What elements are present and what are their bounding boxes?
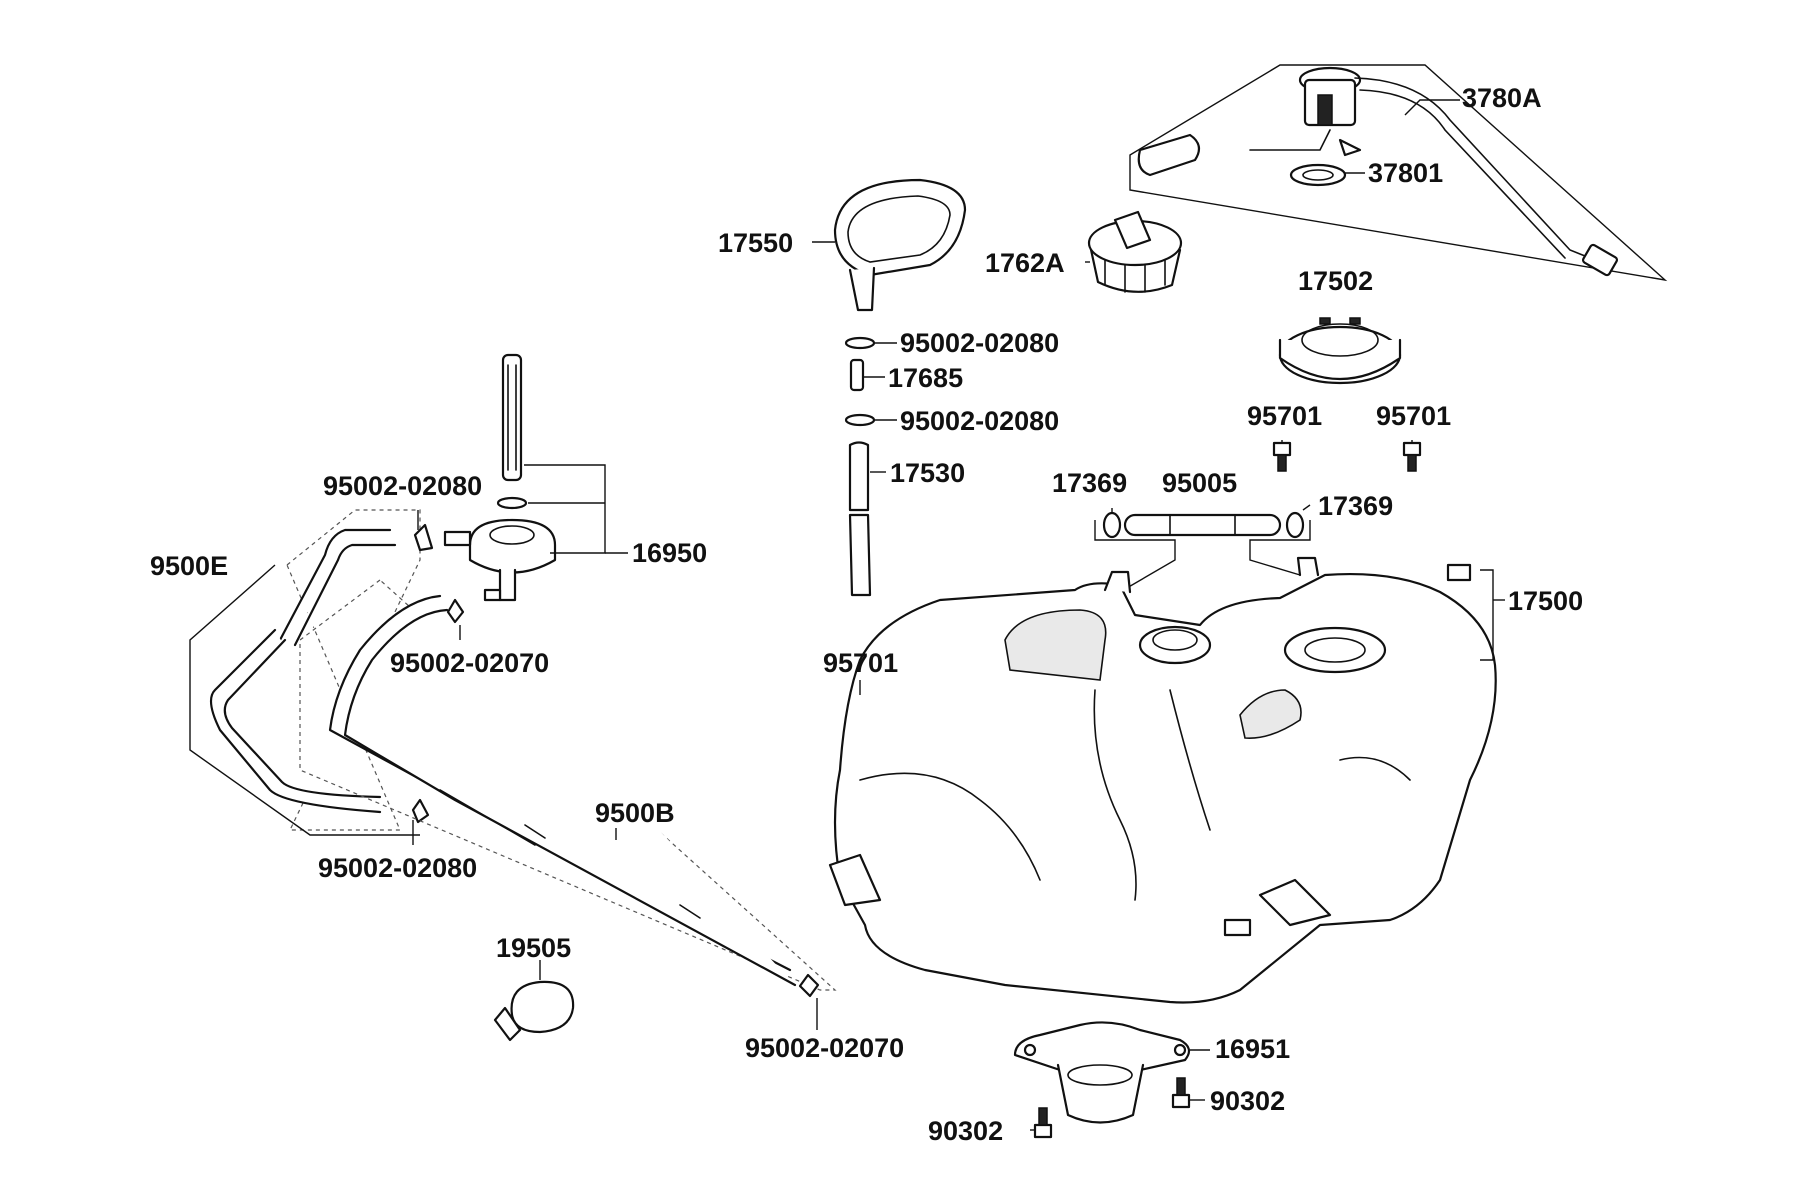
label-90302-b: 90302	[1210, 1086, 1285, 1116]
label-95701-b: 95701	[1376, 401, 1451, 431]
label-95701-a: 95701	[1247, 401, 1322, 431]
clamp-95002-02080-bottom	[411, 798, 430, 824]
label-37801: 37801	[1368, 158, 1443, 188]
label-19505: 19505	[496, 933, 571, 963]
hose-9500B	[299, 579, 837, 991]
label-17502: 17502	[1298, 266, 1373, 296]
clamp-95002-02070-lower	[798, 973, 820, 998]
cap-ring-17502	[1278, 317, 1402, 385]
filler-neck-17550	[833, 178, 967, 312]
clamp-95002-02080-tap	[413, 523, 434, 552]
label-17550: 17550	[718, 228, 793, 258]
label-95701-c: 95701	[823, 648, 898, 678]
fuel-tank-17500	[828, 556, 1497, 1004]
bolt-90302-b	[1171, 1077, 1191, 1109]
connector-17685	[849, 358, 865, 392]
label-95002-02080-a: 95002-02080	[900, 328, 1059, 358]
bolt-95701-b	[1402, 441, 1422, 472]
label-95002-02070-a: 95002-02070	[390, 648, 549, 678]
label-95002-02080-c: 95002-02080	[323, 471, 482, 501]
label-95002-02070-b: 95002-02070	[745, 1033, 904, 1063]
label-17685: 17685	[888, 363, 963, 393]
hose-9500E	[209, 509, 421, 831]
bolt-95701-a	[1272, 441, 1292, 472]
label-9500B: 9500B	[595, 798, 675, 828]
label-17530: 17530	[890, 458, 965, 488]
label-1762A: 1762A	[985, 248, 1065, 278]
label-16950: 16950	[632, 538, 707, 568]
label-95005: 95005	[1162, 468, 1237, 498]
label-17369-b: 17369	[1318, 491, 1393, 521]
label-17500: 17500	[1508, 586, 1583, 616]
fuel-cap-1762A	[1087, 210, 1183, 293]
fuel-pump-sender-3780A	[1129, 64, 1668, 282]
label-90302-a: 90302	[928, 1116, 1003, 1146]
clamp-17369-b	[1285, 511, 1305, 539]
hose-17530	[848, 441, 872, 597]
clamp-95002-02080-lower	[844, 413, 876, 427]
label-9500E: 9500E	[150, 551, 228, 581]
label-95002-02080-b: 95002-02080	[900, 406, 1059, 436]
bolt-90302-a	[1033, 1107, 1053, 1139]
clamp-17369-a	[1102, 511, 1122, 539]
gasket-37801	[1289, 163, 1347, 187]
breather-hose-95005	[1123, 513, 1282, 537]
label-3780A: 3780A	[1462, 83, 1542, 113]
label-17369-a: 17369	[1052, 468, 1127, 498]
clamp-95002-02080-upper	[844, 336, 876, 350]
label-16951: 16951	[1215, 1034, 1290, 1064]
bracket-16951	[1013, 1021, 1191, 1124]
hose-clip-19505	[493, 980, 575, 1042]
clamp-95002-02070-upper	[446, 598, 465, 624]
fuel-tap-16950	[443, 353, 557, 602]
label-95002-02080-d: 95002-02080	[318, 853, 477, 883]
